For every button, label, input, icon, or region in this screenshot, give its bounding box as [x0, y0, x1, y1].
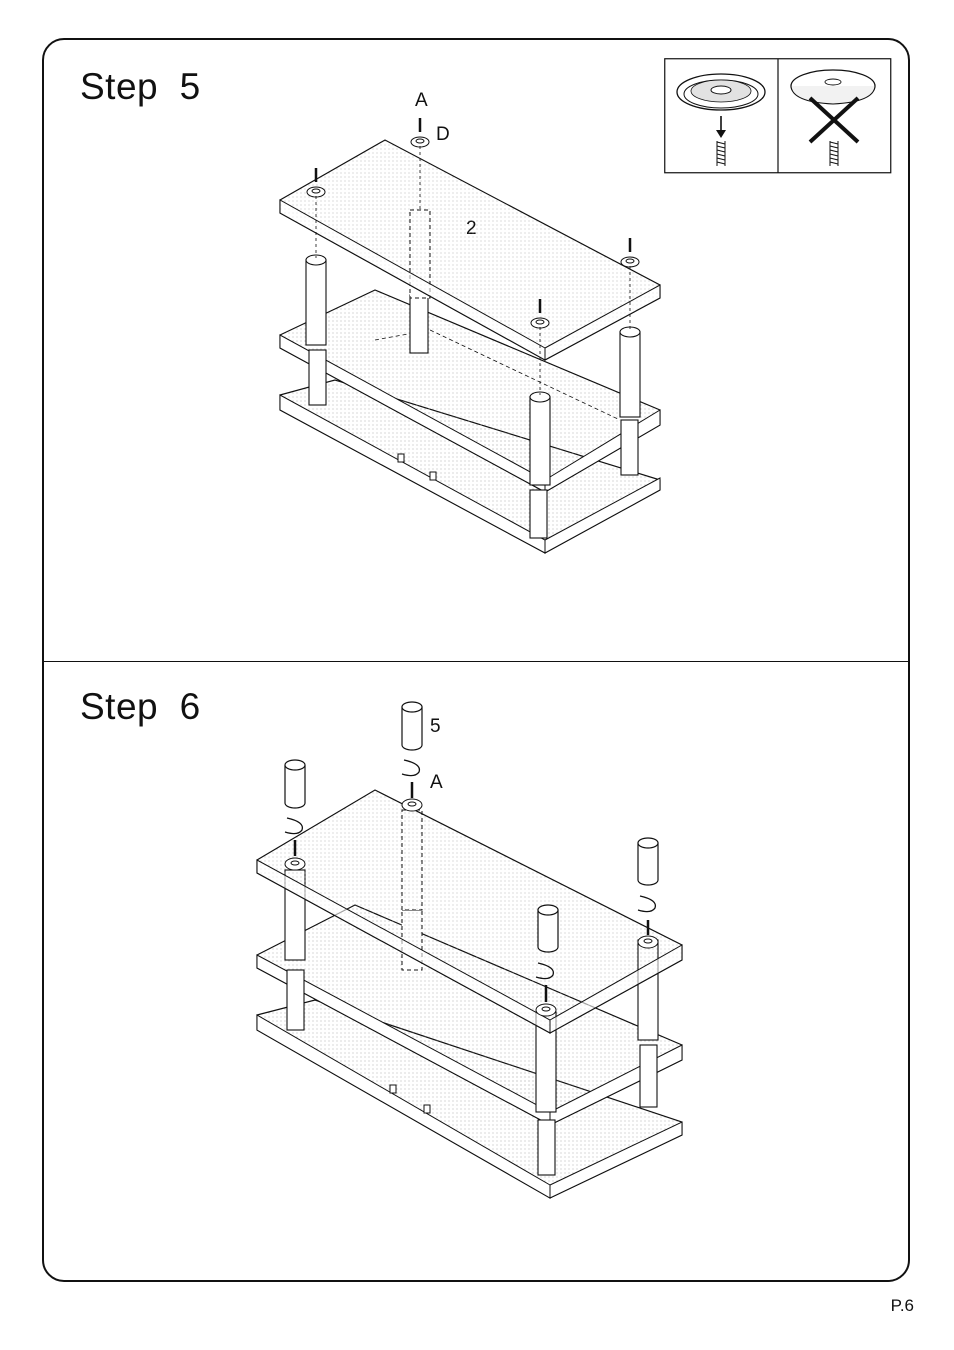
step5-label-a: A [415, 90, 428, 112]
step5-assembly-diagram [270, 110, 670, 560]
page-number: P.6 [891, 1296, 914, 1316]
step5-inset-diagram [664, 58, 892, 174]
step5-title: Step 5 [80, 66, 201, 108]
step6-title: Step 6 [80, 686, 201, 728]
step-divider [42, 661, 910, 662]
step6-assembly-diagram [250, 695, 690, 1205]
